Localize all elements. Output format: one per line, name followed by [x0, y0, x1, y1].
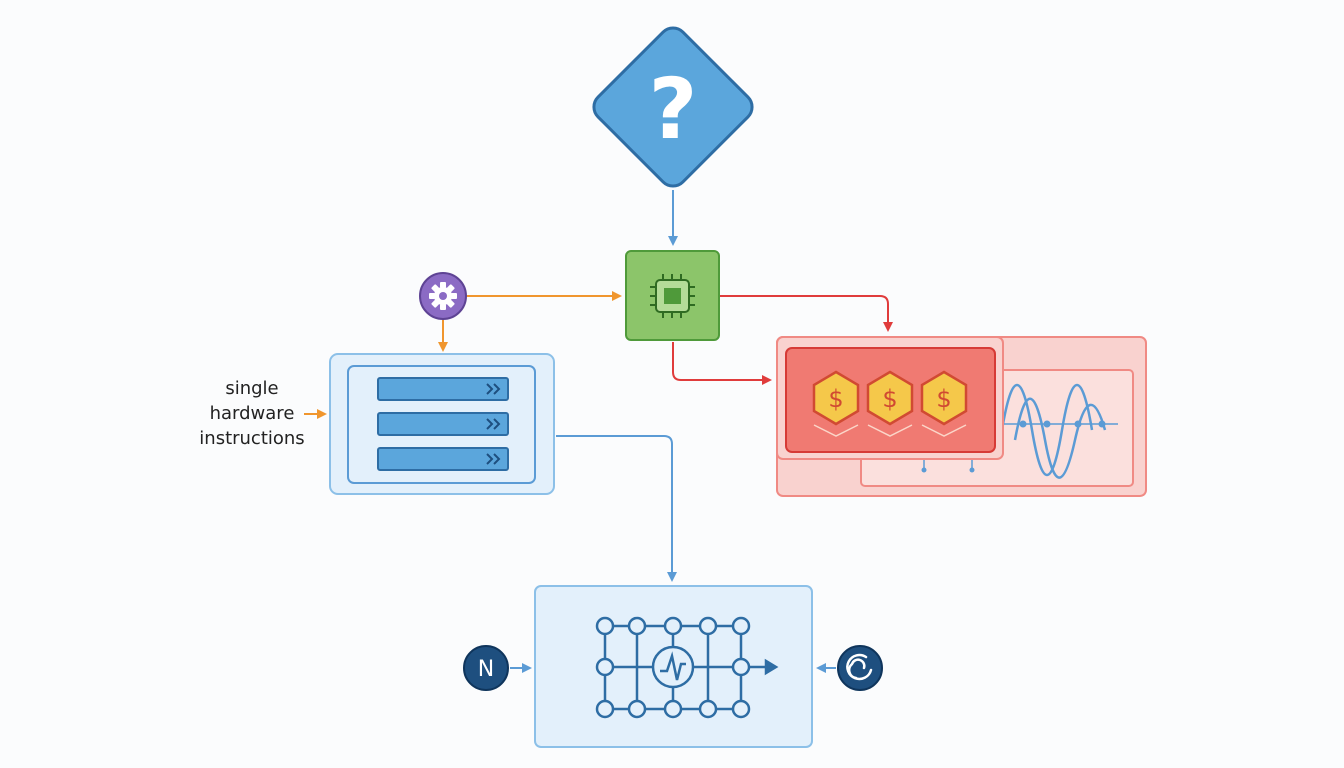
svg-text:$: $ [936, 385, 951, 413]
gear-icon [429, 282, 457, 310]
svg-text:$: $ [882, 385, 897, 413]
coin-hex-icon [866, 370, 914, 426]
decision-question-mark: ? [649, 60, 698, 158]
connectors [304, 190, 893, 673]
network-graph-icon [595, 616, 779, 719]
coin-hexagons: $ $ $ [812, 370, 968, 437]
cost-signal-group: $ $ $ [776, 336, 1147, 497]
network-node [534, 585, 813, 748]
input-label-line: single [225, 378, 279, 399]
instruction-bar [377, 412, 509, 436]
connector-stack-to-bottom [556, 435, 677, 582]
n-badge: N [463, 645, 509, 691]
input-label-line: instructions [199, 428, 305, 449]
wave-icon [996, 383, 1118, 479]
connector-chip-to-red-top [720, 295, 893, 332]
decision-node: ? [592, 26, 754, 188]
svg-text:$: $ [828, 385, 843, 413]
swirl-badge [837, 645, 883, 691]
processor-node [625, 250, 720, 341]
swirl-icon [846, 653, 873, 681]
coin-hex-icon [920, 370, 968, 426]
input-label: single hardware instructions [190, 376, 314, 451]
n-badge-letter: N [478, 657, 494, 682]
input-label-line: hardware [209, 403, 295, 424]
instruction-stack-node [329, 353, 555, 495]
chip-icon [650, 274, 695, 318]
connector-chip-to-red-left [672, 342, 772, 385]
instruction-bar [377, 447, 509, 471]
instruction-bar [377, 377, 509, 401]
coin-hex-icon [812, 370, 860, 426]
settings-node [419, 272, 467, 320]
